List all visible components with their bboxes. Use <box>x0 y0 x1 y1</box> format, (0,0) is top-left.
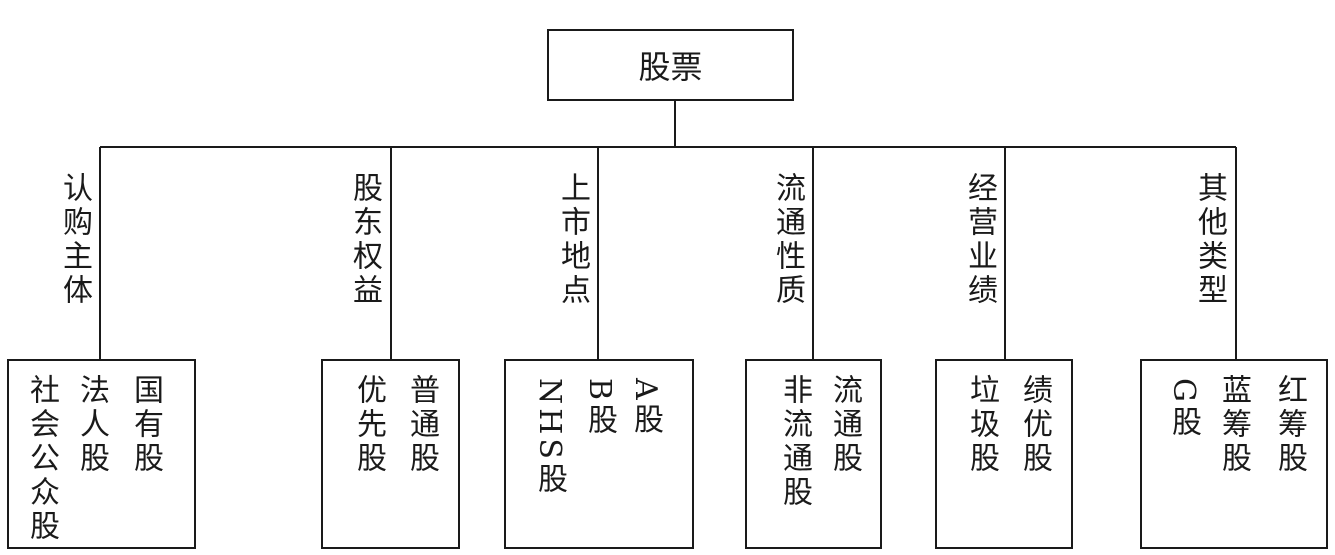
leaf-item: G股 <box>1166 378 1201 440</box>
leaf-item: B股 <box>582 378 617 439</box>
root-node-label: 股票 <box>638 48 703 86</box>
leaf-item: 社会公众股 <box>24 374 59 544</box>
category-label: 股东权益 <box>347 172 382 308</box>
leaf-box-1 <box>321 359 460 549</box>
category-label: 其他类型 <box>1192 172 1227 308</box>
leaf-item: 优先股 <box>351 374 386 476</box>
leaf-item: 法人股 <box>74 374 109 476</box>
category-label: 认购主体 <box>57 172 92 308</box>
category-label: 上市地点 <box>555 172 590 308</box>
leaf-item: 绩优股 <box>1017 374 1052 476</box>
leaf-item: 流通股 <box>827 374 862 476</box>
leaf-item: A股 <box>628 378 663 438</box>
leaf-item: 非流通股 <box>777 374 812 510</box>
leaf-box-2 <box>504 359 694 549</box>
leaf-item: 普通股 <box>404 374 439 476</box>
category-label: 经营业绩 <box>962 172 997 308</box>
leaf-item: NHS股 <box>532 378 567 497</box>
leaf-box-4 <box>935 359 1073 549</box>
leaf-box-0 <box>7 359 196 549</box>
leaf-item: 红筹股 <box>1272 374 1307 476</box>
leaf-item: 垃圾股 <box>964 374 999 476</box>
leaf-box-3 <box>745 359 882 549</box>
leaf-box-5 <box>1140 359 1328 549</box>
leaf-item: 国有股 <box>128 374 163 476</box>
leaf-item: 蓝筹股 <box>1216 374 1251 476</box>
root-box <box>547 29 794 101</box>
category-label: 流通性质 <box>770 172 805 308</box>
